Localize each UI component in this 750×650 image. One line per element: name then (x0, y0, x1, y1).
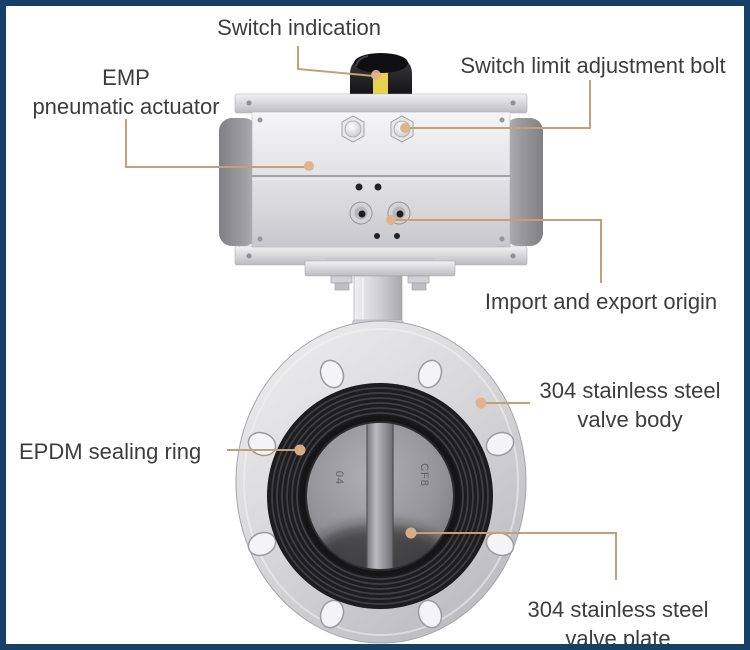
leader-switch-indication (297, 46, 375, 77)
leader-import-export (394, 219, 602, 283)
limit-adjustment-bolts (341, 115, 414, 143)
callout-dot (386, 215, 396, 225)
actuator-left-end-cap (219, 118, 257, 246)
label-switch-limit-bolt: Switch limit adjustment bolt (460, 53, 726, 78)
label-valve-plate: 304 stainless steel valve plate (527, 595, 709, 650)
flange-bolt-holes (247, 359, 515, 629)
callout-dot (371, 70, 381, 80)
pneumatic-actuator-graphic (219, 53, 543, 266)
label-valve-body: 304 stainless steel valve body (540, 376, 721, 434)
callout-dot (475, 397, 487, 409)
leader-actuator (125, 119, 305, 168)
label-actuator-line2: pneumatic actuator (32, 94, 220, 119)
actuator-top-rail (234, 93, 528, 114)
disc-marking-right: CF8 (418, 463, 430, 487)
label-switch-indication: Switch indication (217, 15, 381, 40)
leader-switch-limit-bolt (410, 80, 591, 129)
leader-valve-plate (415, 532, 617, 580)
disc-shaft (367, 423, 393, 569)
label-actuator-line1: EMP (102, 65, 150, 90)
label-valve-body-line2: valve body (577, 407, 683, 432)
callout-dot (405, 527, 417, 539)
disc-marking-left: 04 (333, 471, 345, 485)
callout-dot (400, 123, 410, 133)
actuator-right-end-cap (505, 118, 543, 246)
label-valve-plate-line1: 304 stainless steel (527, 597, 709, 622)
label-sealing-ring: EPDM sealing ring (19, 439, 202, 464)
label-valve-plate-line2: valve plate (565, 626, 671, 650)
leader-lines (125, 46, 617, 580)
callout-dot (304, 161, 314, 171)
label-valve-body-line1: 304 stainless steel (539, 378, 721, 403)
label-import-export: Import and export origin (484, 289, 718, 314)
valve-illustration: 04 CF8 (125, 46, 617, 644)
callout-dot (294, 444, 306, 456)
label-actuator: EMP pneumatic actuator (32, 63, 219, 121)
